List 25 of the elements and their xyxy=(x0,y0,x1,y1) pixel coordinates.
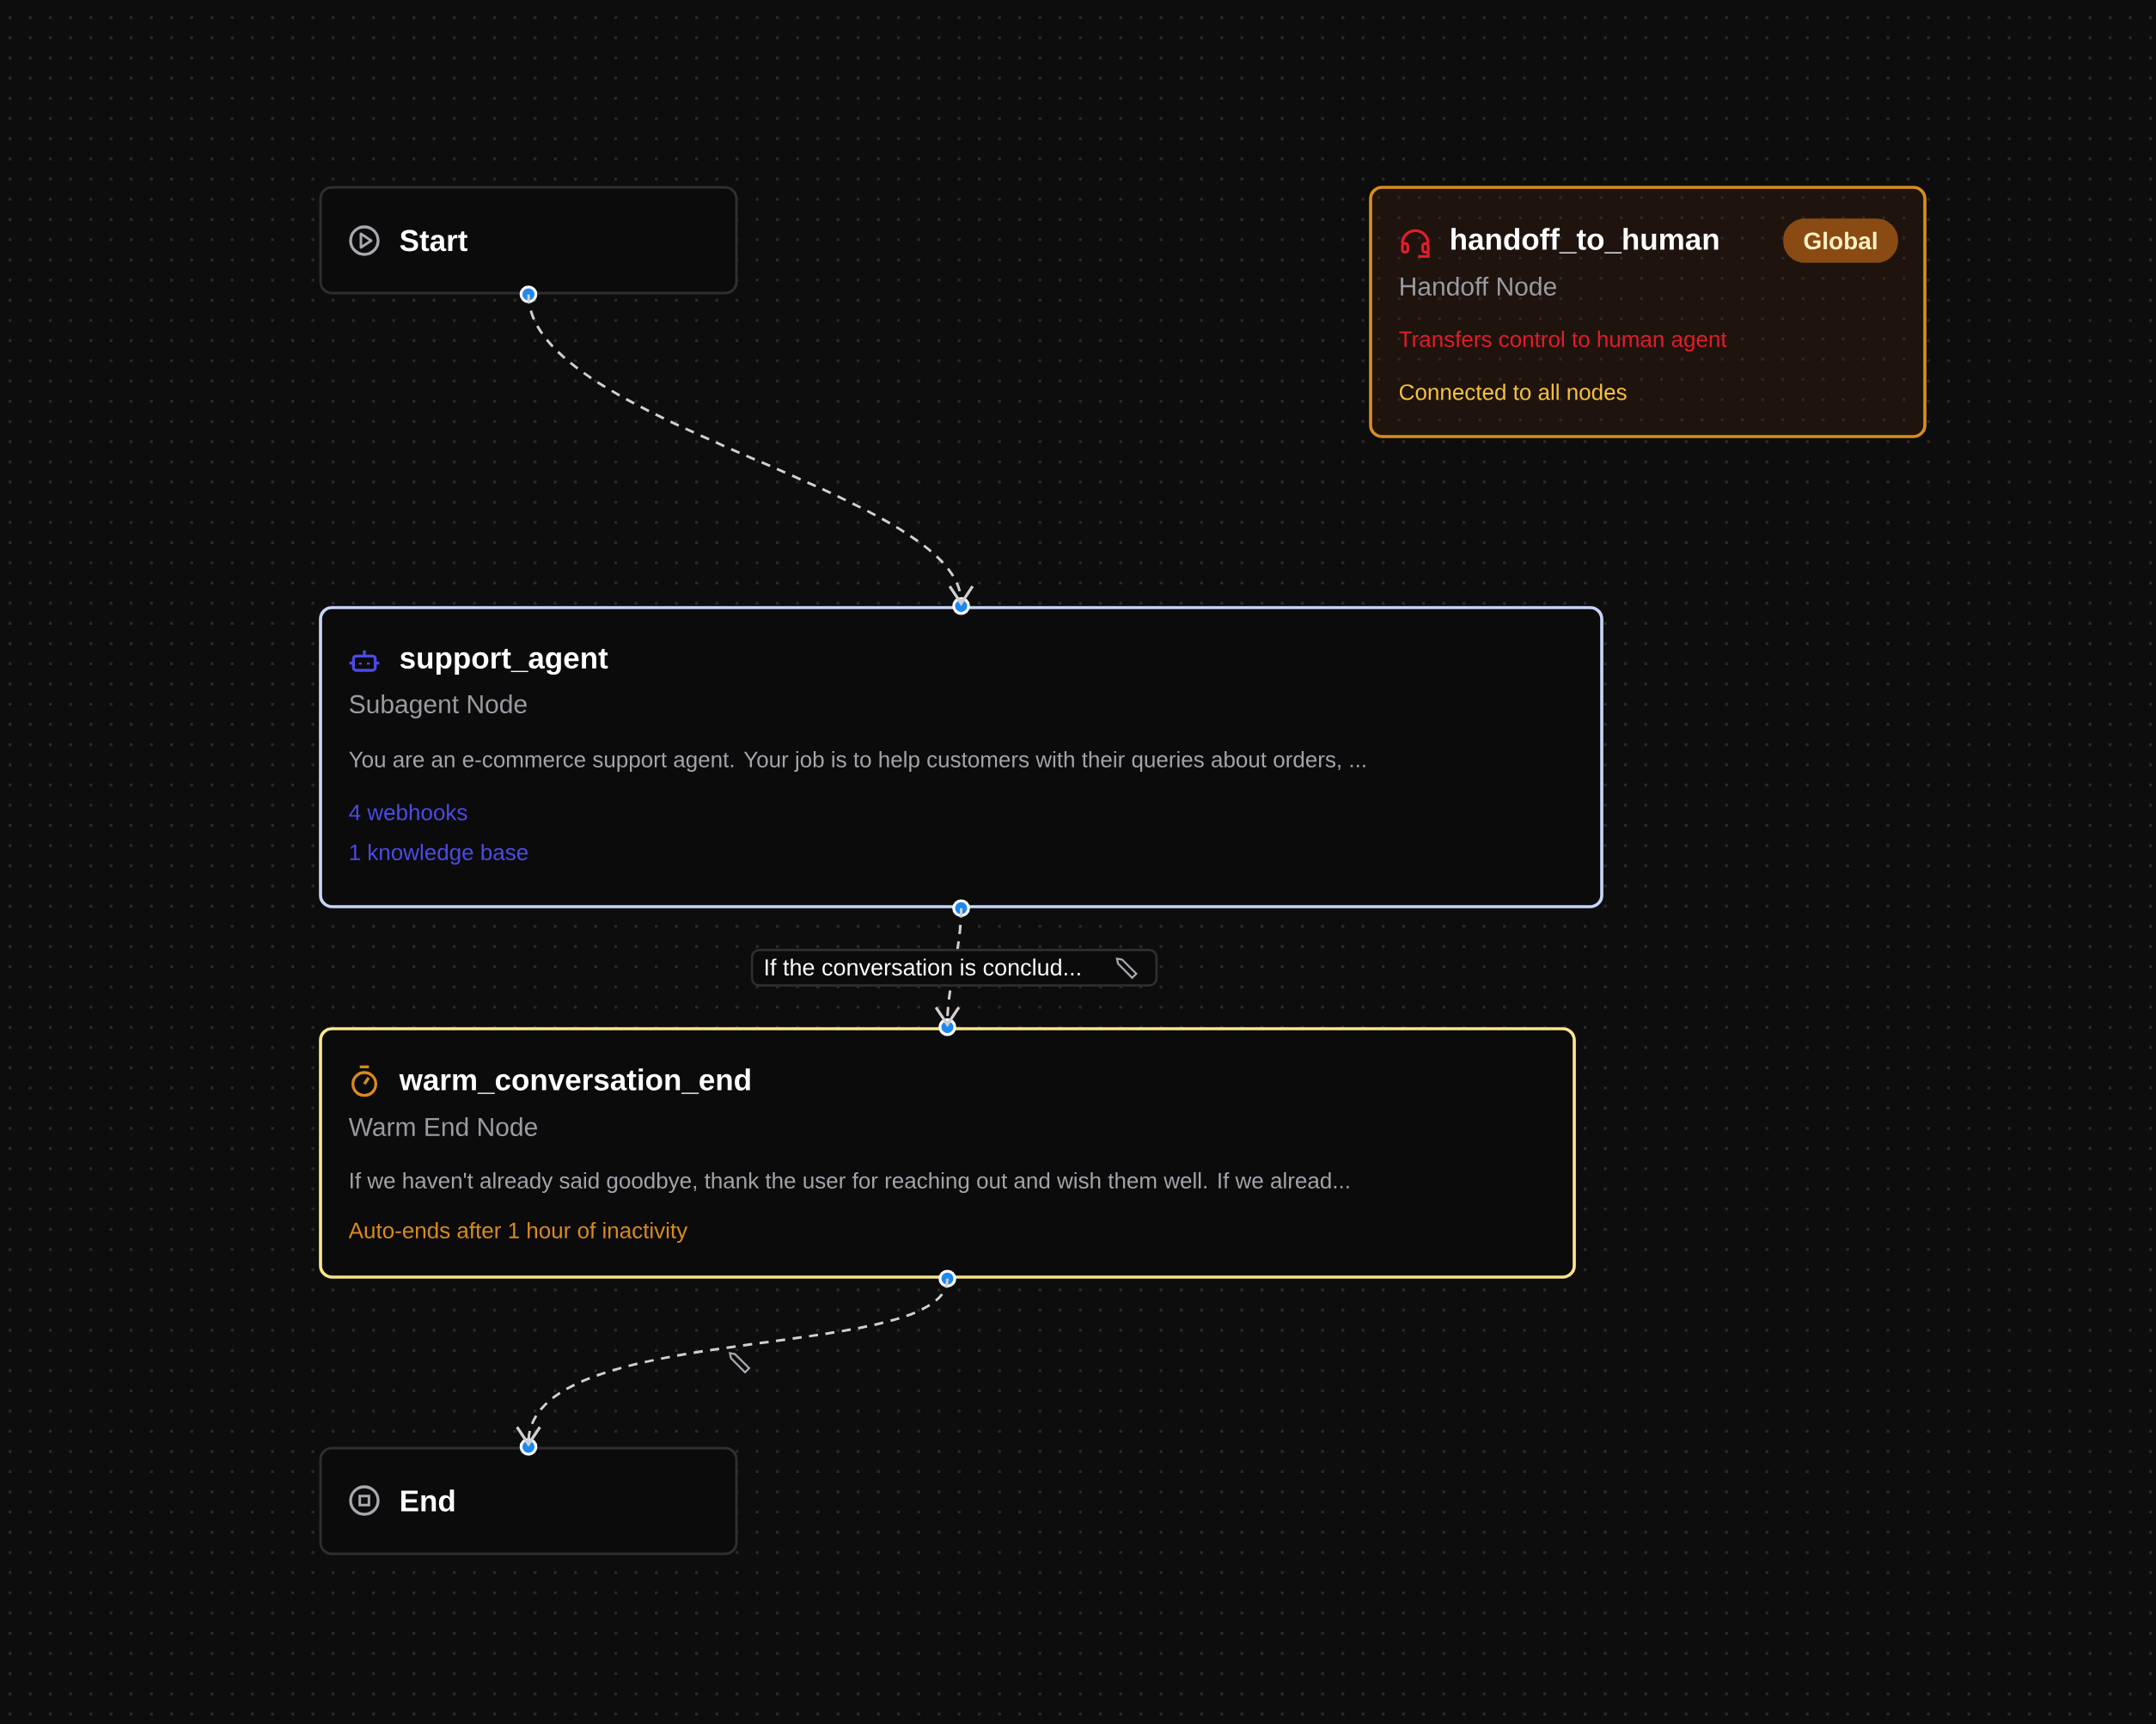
node-type: Handoff Node xyxy=(1401,276,1556,296)
start-box xyxy=(319,186,738,295)
end-node-card xyxy=(319,1027,1576,1279)
subagent-card xyxy=(319,606,1603,908)
node-note: Connected to all nodes xyxy=(1400,383,1627,400)
arrow xyxy=(527,294,974,607)
node-type: Subagent Node xyxy=(350,694,527,718)
node-type: Warm End Node xyxy=(348,1116,537,1136)
node-description: If we haven't already said goodbye, thank the user for reaching out and wish them well. If we alread... xyxy=(351,1171,1349,1194)
node-title: support_agent xyxy=(400,648,608,676)
handoff-card xyxy=(1369,186,1927,438)
badge xyxy=(1783,218,1898,263)
end-box xyxy=(319,1446,738,1556)
arrow xyxy=(516,1278,949,1447)
edge-label: If the conversation is conclud... xyxy=(750,949,1158,987)
node-description: You are an e-commerce support agent. Your job is to help customers with their queries about orders, ... xyxy=(349,750,1365,773)
node-title: warm_conversation_end xyxy=(399,1068,750,1094)
badge-text: Global xyxy=(1804,231,1877,250)
node-title: End xyxy=(401,1489,455,1512)
node-title: handoff_to_human xyxy=(1451,228,1719,254)
node-title: Start xyxy=(400,229,467,252)
node-note: Transfers control to human agent xyxy=(1399,330,1727,352)
node-note: Auto-ends after 1 hour of inactivity xyxy=(348,1221,688,1244)
node-link: 1 knowledge base xyxy=(350,843,528,865)
node-link: 4 webhooks xyxy=(349,804,467,821)
